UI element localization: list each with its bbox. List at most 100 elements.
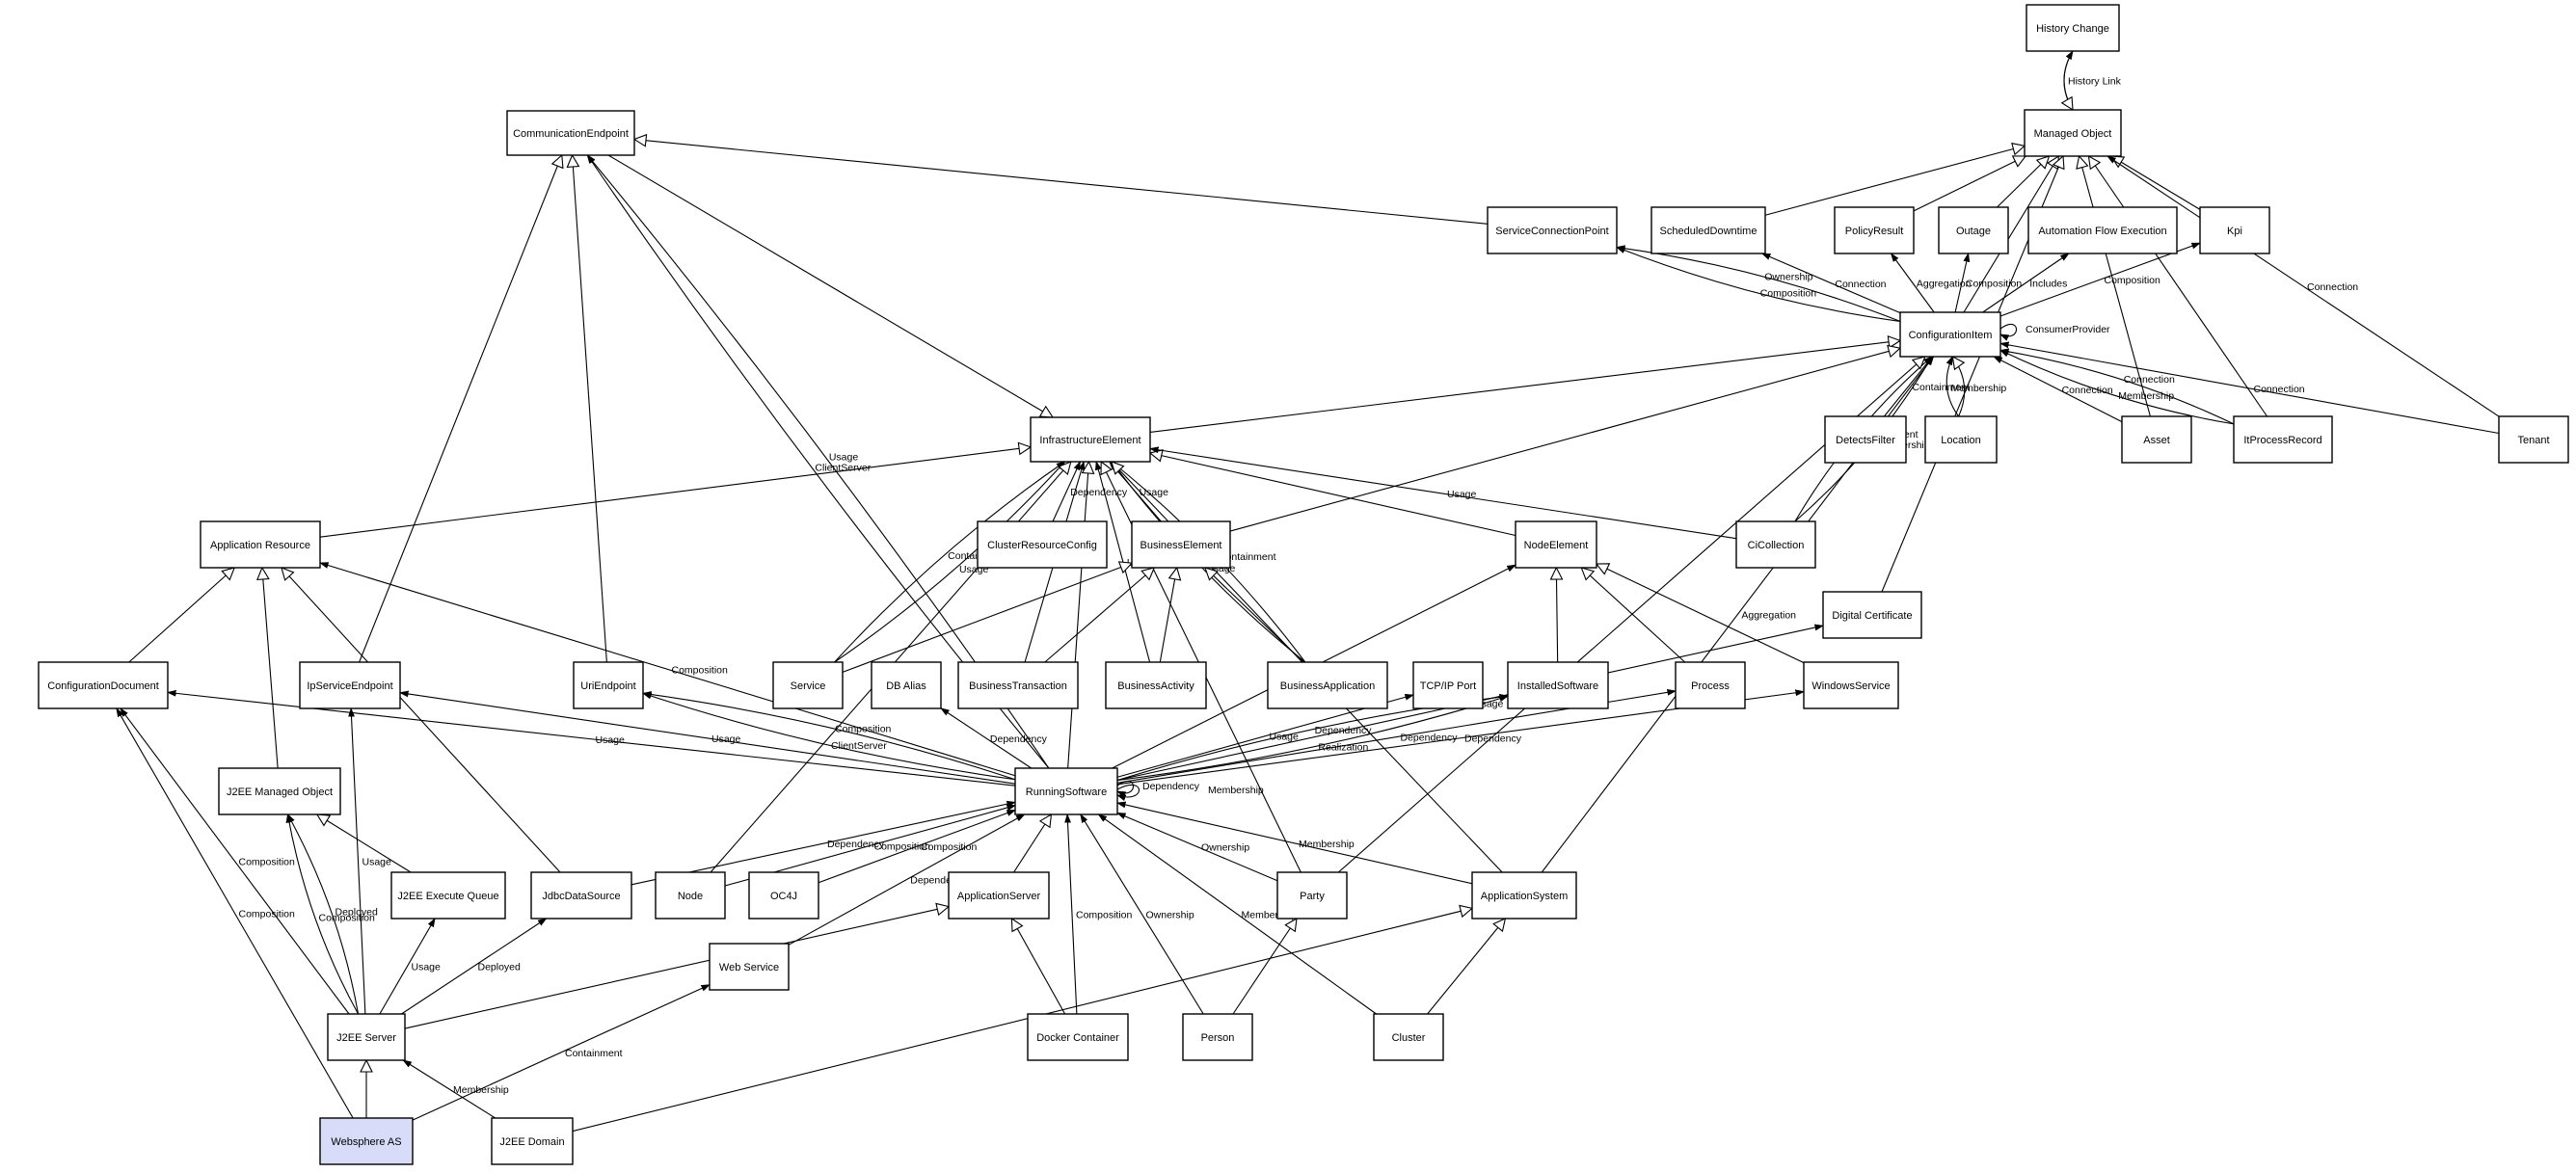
node-process[interactable]: Process (1675, 661, 1746, 709)
edge-tenant-to-managed-object: Connection (2107, 156, 2500, 417)
node-box (2199, 206, 2270, 254)
node-tcpip-port[interactable]: TCP/IP Port (1412, 661, 1484, 709)
node-label: Docker Container (1036, 1032, 1119, 1044)
node-digital-certificate[interactable]: Digital Certificate (1822, 591, 1922, 639)
edge-label: Deployed (478, 962, 522, 973)
edge-j2ee-server-to-configuration-document: Composition (121, 708, 350, 1015)
node-detects-filter[interactable]: DetectsFilter (1824, 415, 1907, 464)
node-j2ee-execute-queue[interactable]: J2EE Execute Queue (390, 871, 506, 920)
edge-running-software-to-ip-service-endpoint: Usage (400, 693, 1016, 785)
node-websphere-as[interactable]: Websphere AS (319, 1117, 414, 1165)
node-configuration-document[interactable]: ConfigurationDocument (38, 661, 169, 709)
node-asset[interactable]: Asset (2121, 415, 2192, 464)
edge-cluster-resource-config-to-infrastructure-element: Dependency (1052, 462, 1128, 522)
node-j2ee-server[interactable]: J2EE Server (327, 1013, 406, 1061)
edge-label: Connection (1835, 279, 1886, 290)
node-box (1373, 1013, 1444, 1061)
node-db-alias[interactable]: DB Alias (871, 661, 942, 709)
edge-label: Connection (2254, 384, 2305, 395)
node-box (530, 871, 632, 920)
node-cluster[interactable]: Cluster (1373, 1013, 1444, 1061)
node-docker-container[interactable]: Docker Container (1027, 1013, 1129, 1061)
edge-line (351, 708, 366, 1015)
node-node-element[interactable]: NodeElement (1515, 520, 1597, 569)
node-box (948, 871, 1050, 920)
node-service-connection-point[interactable]: ServiceConnectionPoint (1487, 206, 1618, 254)
edge-line (1762, 253, 1901, 314)
node-uri-endpoint[interactable]: UriEndpoint (573, 661, 644, 709)
edge-running-software-to-infrastructure-element (1067, 462, 1089, 769)
edge-label: Usage (711, 733, 741, 745)
node-installed-software[interactable]: InstalledSoftware (1507, 661, 1609, 709)
edge-line (1044, 568, 1154, 663)
node-policy-result[interactable]: PolicyResult (1834, 206, 1915, 254)
node-tenant[interactable]: Tenant (2498, 415, 2569, 464)
edge-line (1117, 803, 1473, 885)
node-automation-flow-execution[interactable]: Automation Flow Execution (2027, 206, 2178, 254)
node-label: J2EE Execute Queue (397, 891, 498, 902)
node-jdbc-data-source[interactable]: JdbcDataSource (530, 871, 632, 920)
edge-line (1117, 784, 1140, 797)
node-managed-object[interactable]: Managed Object (2024, 109, 2122, 157)
node-communication-endpoint[interactable]: CommunicationEndpoint (506, 110, 635, 156)
edge-configuration-item-to-scheduled-downtime: Connection (1762, 253, 1901, 314)
node-cluster-resource-config[interactable]: ClusterResourceConfig (977, 520, 1108, 569)
node-party[interactable]: Party (1276, 871, 1348, 920)
node-label: CommunicationEndpoint (513, 128, 629, 140)
edge-label: Composition (835, 723, 892, 734)
node-box (2027, 206, 2178, 254)
edge-line (573, 155, 607, 663)
edge-history-change-to-managed-object (2064, 50, 2073, 110)
node-location[interactable]: Location (1924, 415, 1998, 464)
node-person[interactable]: Person (1182, 1013, 1253, 1061)
node-node[interactable]: Node (655, 871, 726, 920)
node-business-application[interactable]: BusinessApplication (1267, 661, 1388, 709)
node-configuration-item[interactable]: ConfigurationItem (1899, 311, 2001, 358)
edge-running-software-to-db-alias: Dependency (941, 708, 1048, 769)
node-application-server[interactable]: ApplicationServer (948, 871, 1050, 920)
node-infrastructure-element[interactable]: InfrastructureElement (1030, 416, 1151, 463)
node-box (1030, 416, 1151, 463)
node-ip-service-endpoint[interactable]: IpServiceEndpoint (299, 661, 401, 709)
node-windows-service[interactable]: WindowsService (1803, 661, 1899, 709)
node-box (38, 661, 169, 709)
edge-line (379, 919, 435, 1015)
node-j2ee-managed-object[interactable]: J2EE Managed Object (218, 767, 341, 815)
node-box (1487, 206, 1618, 254)
node-business-transaction[interactable]: BusinessTransaction (957, 661, 1079, 709)
edge-line (1150, 449, 1737, 540)
node-itprocess-record[interactable]: ItProcessRecord (2233, 415, 2333, 464)
node-running-software[interactable]: RunningSoftware (1014, 767, 1118, 815)
node-service[interactable]: Service (772, 661, 844, 709)
edge-line (607, 154, 1053, 417)
edge-label: Connection (2307, 281, 2358, 293)
edge-line (1013, 814, 1052, 873)
node-ci-collection[interactable]: CiCollection (1735, 520, 1816, 569)
edge-business-transaction-to-business-element (1044, 568, 1154, 663)
node-box (1834, 206, 1915, 254)
node-application-system[interactable]: ApplicationSystem (1471, 871, 1577, 920)
edge-process-to-node-element (1581, 568, 1686, 663)
edge-label: Dependency (1070, 487, 1128, 498)
node-kpi[interactable]: Kpi (2199, 206, 2270, 254)
node-label: Party (1300, 891, 1325, 902)
node-web-service[interactable]: Web Service (709, 943, 790, 991)
node-business-element[interactable]: BusinessElement (1131, 520, 1231, 569)
edge-line (319, 447, 1031, 538)
edge-line (117, 708, 354, 1119)
node-box (299, 661, 401, 709)
edge-label: Membership (1299, 839, 1355, 850)
node-history-change[interactable]: History Change (2026, 4, 2120, 52)
node-j2ee-domain[interactable]: J2EE Domain (491, 1117, 574, 1165)
node-business-activity[interactable]: BusinessActivity (1105, 661, 1207, 709)
edge-label: Includes (2029, 279, 2067, 290)
node-scheduled-downtime[interactable]: ScheduledDowntime (1650, 206, 1766, 254)
node-application-resource[interactable]: Application Resource (200, 520, 321, 569)
node-outage[interactable]: Outage (1938, 206, 2009, 254)
node-label: Application Resource (210, 540, 310, 551)
edge-line (1997, 156, 2049, 208)
edge-line (2000, 349, 2235, 425)
edge-line (401, 919, 546, 1015)
node-oc4j[interactable]: OC4J (748, 871, 819, 920)
edge-line (1232, 919, 1297, 1015)
